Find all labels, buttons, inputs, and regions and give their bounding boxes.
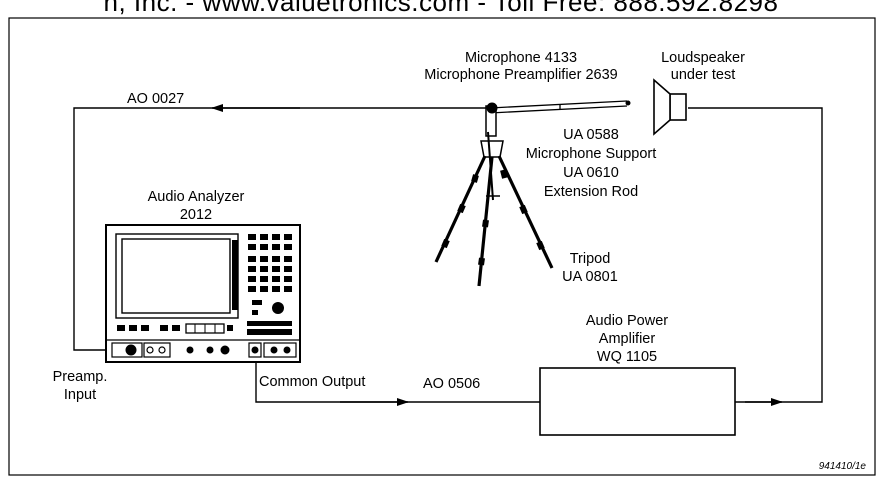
label-audio-power: Audio Power [586,313,668,329]
label-ao-0027: AO 0027 [127,91,184,107]
microphone-icon [625,100,631,106]
label-tripod-model: UA 0801 [562,269,618,285]
cable-ao-0506 [255,352,540,406]
cable-ao-0027 [73,104,490,351]
diagram-frame [8,17,876,476]
label-extension-rod: Extension Rod [544,184,638,200]
figure-code: 941410/1e [819,461,867,472]
label-audio-analyzer: Audio Analyzer [148,189,245,205]
label-preamp: Preamp. [53,369,108,385]
audio-analyzer-instrument [105,224,301,363]
loudspeaker-icon [653,78,687,136]
label-amplifier-model: WQ 1105 [597,349,657,365]
cable-amp-to-speaker [688,107,823,406]
label-amplifier: Amplifier [599,331,656,347]
label-under-test: under test [671,67,736,83]
header-watermark-text: n, Inc. - www.valuetronics.com - Toll Fr… [103,0,779,17]
label-ao-0506: AO 0506 [423,376,480,392]
label-analyzer-model: 2012 [180,207,212,223]
label-microphone-preamplifier: Microphone Preamplifier 2639 [424,67,617,83]
power-amplifier-box [539,367,736,436]
label-loudspeaker: Loudspeaker [661,50,745,66]
label-microphone: Microphone 4133 [465,50,577,66]
microphone-extension-rod [489,100,628,114]
label-ua-0588: UA 0588 [563,127,619,143]
label-input: Input [64,387,96,403]
label-tripod: Tripod [570,251,611,267]
tripod-icon [434,102,554,287]
label-microphone-support: Microphone Support [526,146,657,162]
label-common-output: Common Output [259,374,365,390]
label-ua-0610: UA 0610 [563,165,619,181]
